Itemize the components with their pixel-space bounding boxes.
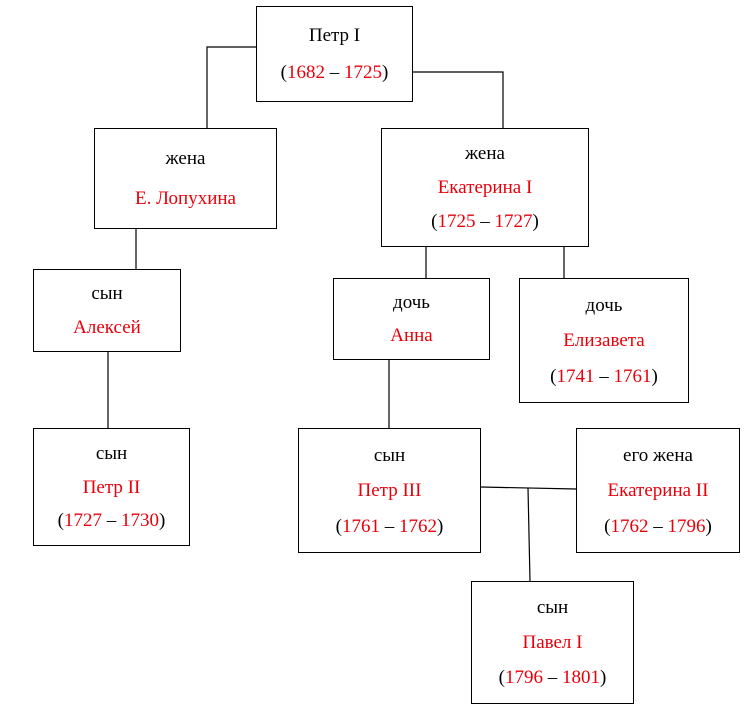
reign-years: (1682 – 1725): [280, 62, 389, 84]
relation-label: сын: [95, 442, 128, 464]
reign-years: (1762 – 1796): [604, 515, 712, 537]
connector-marriage-paul1: [527, 487, 531, 582]
reign-years: (1741 – 1761): [550, 365, 658, 387]
person-name: Петр I: [308, 24, 361, 46]
person-box-elizabeth: дочь Елизавета (1741 – 1761): [519, 278, 689, 403]
year-start: 1725: [437, 211, 476, 232]
year-end: 1762: [399, 515, 437, 537]
person-name: Павел I: [522, 632, 583, 653]
relation-label: дочь: [393, 292, 430, 313]
year-end: 1761: [613, 365, 652, 387]
year-start: 1741: [556, 365, 595, 387]
year-start: 1682: [287, 62, 325, 84]
relation-label: жена: [465, 143, 505, 164]
person-name: Анна: [390, 325, 433, 346]
relation-label: сын: [536, 597, 569, 618]
reign-years: (1727 – 1730): [57, 510, 166, 532]
reign-years: (1761 – 1762): [335, 515, 444, 537]
person-box-catherine2: его жена Екатерина II (1762 – 1796): [576, 428, 740, 553]
person-box-paul1: сын Павел I (1796 – 1801): [471, 581, 634, 704]
connector-peter1-lopukhina: [206, 46, 256, 128]
year-end: 1725: [344, 62, 382, 84]
relation-label: сын: [373, 444, 406, 466]
person-box-lopukhina: жена Е. Лопухина: [94, 128, 277, 229]
person-name: Петр III: [357, 480, 422, 501]
person-box-anna: дочь Анна: [333, 278, 490, 360]
person-name: Е. Лопухина: [135, 187, 236, 209]
relation-label: жена: [165, 148, 206, 170]
year-start: 1761: [342, 515, 380, 537]
year-start: 1727: [64, 510, 102, 532]
person-name: Петр II: [82, 476, 141, 498]
relation-label: дочь: [585, 294, 623, 316]
person-box-peter3: сын Петр III (1761 – 1762): [298, 428, 481, 553]
year-start: 1796: [505, 667, 543, 688]
year-end: 1801: [562, 667, 600, 688]
person-name: Екатерина II: [607, 480, 709, 501]
year-end: 1796: [667, 515, 706, 537]
year-end: 1730: [121, 510, 159, 532]
person-name: Екатерина I: [437, 177, 533, 198]
relation-label: сын: [91, 283, 123, 305]
person-box-peter1: Петр I (1682 – 1725): [256, 6, 413, 102]
connector-peter1-catherine1: [413, 71, 504, 128]
person-box-alexei: сын Алексей: [33, 269, 181, 352]
person-name: Елизавета: [563, 330, 645, 351]
person-box-catherine1: жена Екатерина I (1725 – 1727): [381, 128, 589, 247]
year-start: 1762: [610, 515, 649, 537]
reign-years: (1796 – 1801): [498, 667, 607, 688]
person-box-peter2: сын Петр II (1727 – 1730): [33, 428, 190, 546]
year-end: 1727: [494, 211, 533, 232]
person-name: Алексей: [73, 316, 141, 338]
reign-years: (1725 – 1727): [431, 211, 539, 232]
relation-label: его жена: [623, 444, 693, 466]
